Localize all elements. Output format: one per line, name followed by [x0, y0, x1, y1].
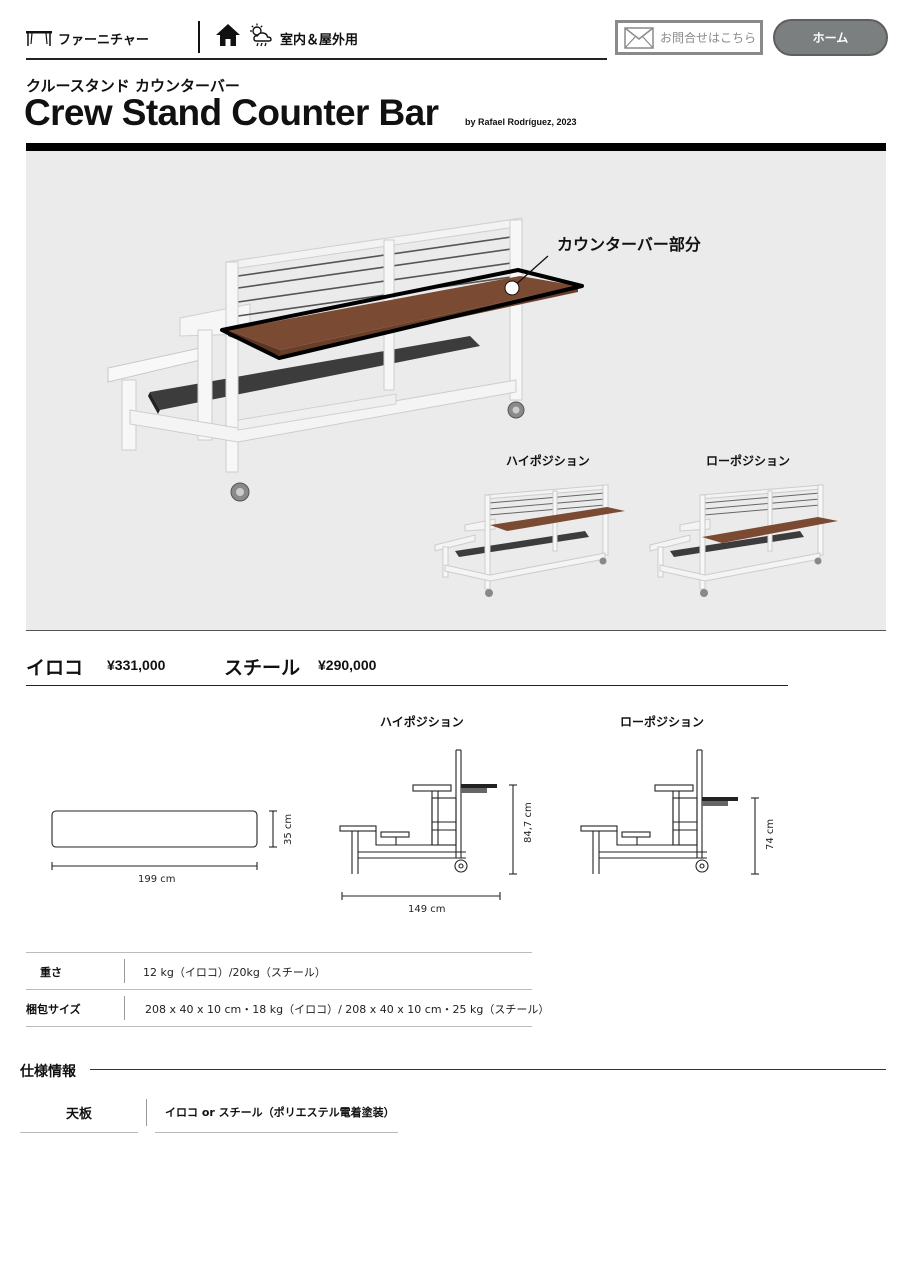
product-byline: by Rafael Rodríguez, 2023	[465, 117, 577, 127]
category-label[interactable]: ファーニチャー	[58, 33, 149, 48]
drawing-high-title: ハイポジション	[380, 715, 464, 729]
price-value-steel: ¥290,000	[318, 657, 377, 673]
spec-value-package: 208 x 40 x 10 cm・18 kg（イロコ）/ 208 x 40 x …	[145, 1003, 550, 1016]
title-bar	[26, 143, 886, 151]
dim-top-depth: 35 cm	[283, 813, 294, 845]
dim-high-height: 84,7 cm	[523, 802, 534, 843]
dim-low-height: 74 cm	[765, 818, 776, 850]
usage-label: 室内＆屋外用	[280, 33, 359, 48]
spec-info-separator	[146, 1099, 147, 1126]
hero-high-position-label: ハイポジション	[506, 454, 590, 468]
home-button[interactable]: ホーム	[773, 19, 888, 56]
hero-low-position-label: ローポジション	[706, 454, 791, 468]
spec-info-title: 仕様情報	[20, 1064, 76, 1080]
spec-info-value: イロコ or スチール（ポリエステル電着塗装）	[165, 1106, 395, 1119]
spec-table-top-line	[26, 952, 532, 953]
spec-key-weight: 重さ	[40, 966, 62, 979]
price-name-steel: スチール	[224, 657, 301, 679]
spec-key-package: 梱包サイズ	[26, 1003, 81, 1016]
spec-table-row-line	[26, 989, 532, 990]
dim-side-width: 149 cm	[408, 904, 446, 915]
spec-separator	[124, 996, 125, 1020]
home-icon	[216, 24, 240, 46]
envelope-icon	[624, 26, 654, 49]
spec-info-line	[155, 1132, 398, 1133]
bench-illustration	[107, 217, 838, 597]
price-value-iroko: ¥331,000	[107, 657, 166, 673]
price-name-iroko: イロコ	[26, 657, 84, 679]
spec-value-weight: 12 kg（イロコ）/20kg（スチール）	[143, 966, 326, 979]
counter-bar-callout: カウンターバー部分	[557, 235, 701, 254]
contact-button[interactable]: お問合せはこちら	[615, 20, 763, 55]
drawing-low-title: ローポジション	[620, 715, 705, 729]
header-rule	[26, 58, 607, 60]
weather-icon	[250, 23, 272, 47]
price-rule	[26, 685, 788, 686]
header-divider	[198, 21, 200, 53]
spec-table-bottom-line	[26, 1026, 532, 1027]
spec-separator	[124, 959, 125, 983]
dimension-drawings	[51, 749, 759, 900]
spec-info-rule	[90, 1069, 886, 1070]
table-icon	[26, 31, 52, 46]
contact-button-label: お問合せはこちら	[660, 31, 757, 45]
spec-info-line	[20, 1132, 138, 1133]
product-subtitle: クルースタンド カウンターバー	[26, 77, 240, 95]
product-title: Crew Stand Counter Bar	[24, 92, 439, 133]
dim-top-width: 199 cm	[138, 874, 176, 885]
spec-info-key: 天板	[66, 1107, 93, 1122]
